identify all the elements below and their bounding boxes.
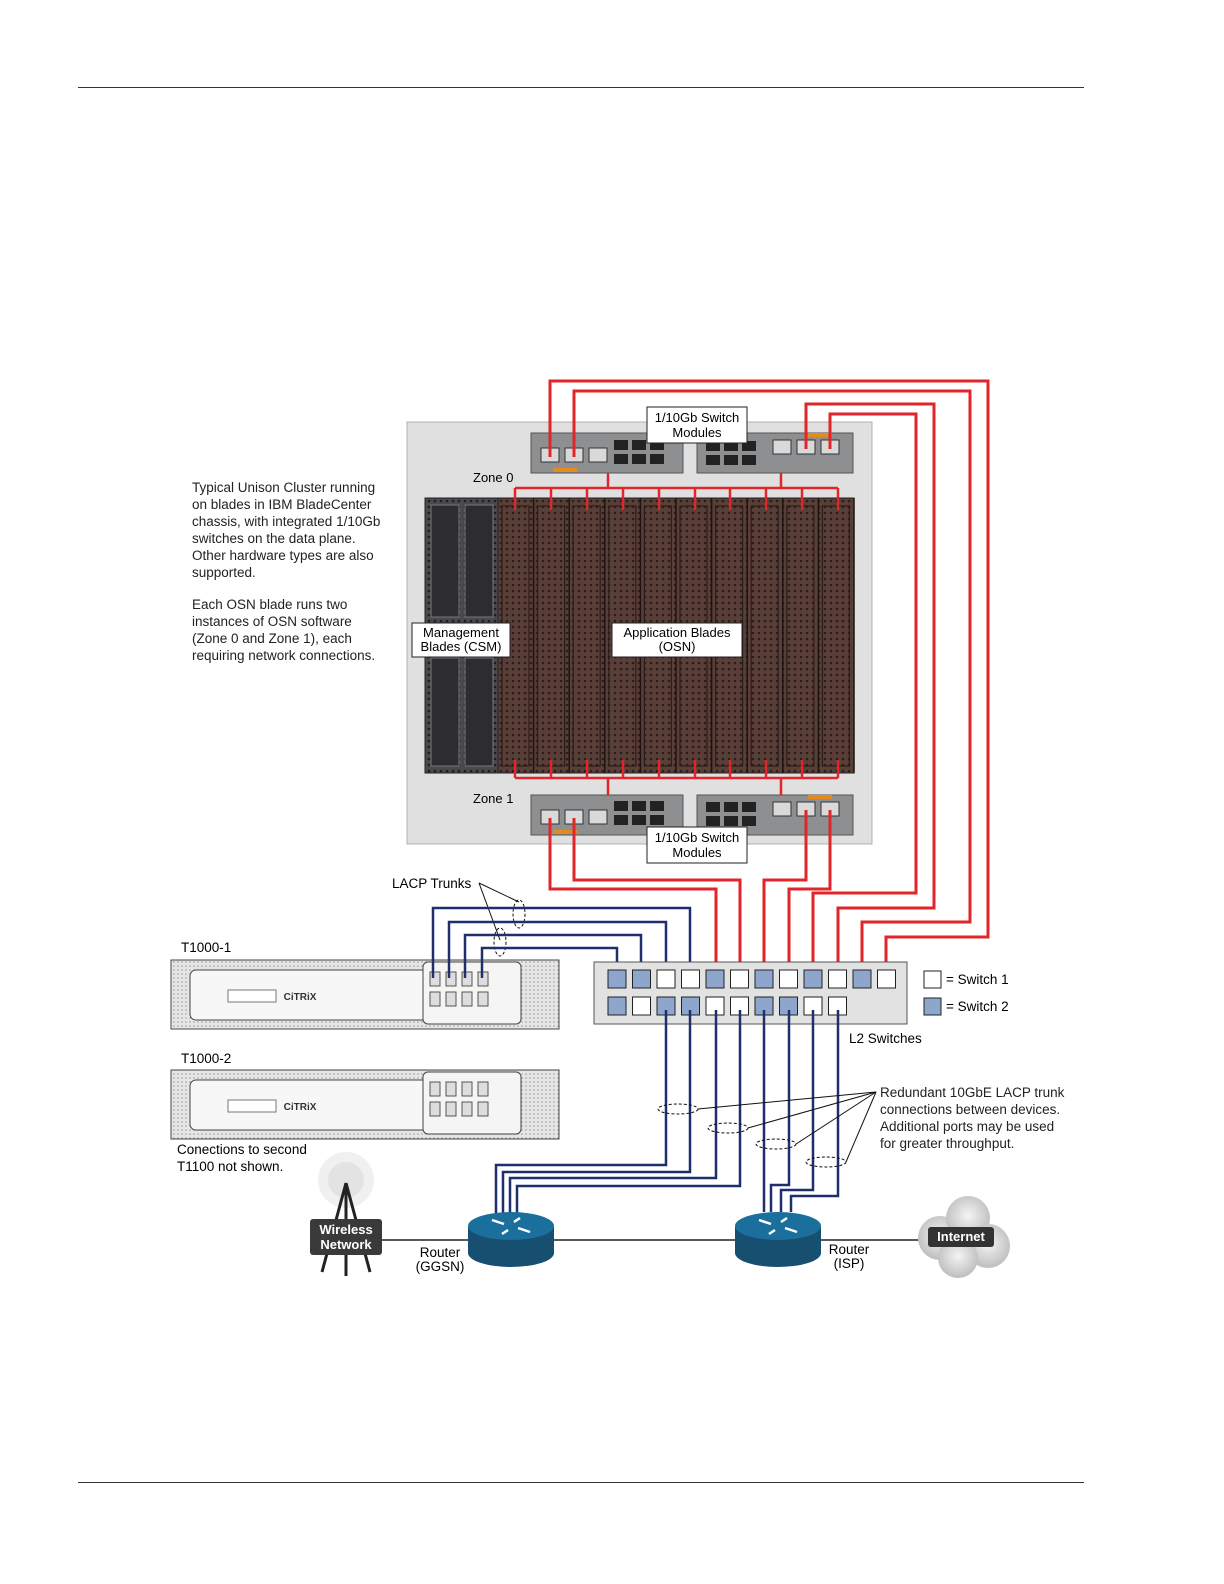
footer-rule xyxy=(78,1482,1084,1483)
switch-port xyxy=(681,969,700,989)
bottom-switch-label: 1/10Gb Switch Modules xyxy=(646,826,748,864)
application-blade xyxy=(750,505,779,767)
second-t1100-note-line2: T1100 not shown. xyxy=(177,1159,283,1174)
management-blade-slots xyxy=(430,504,494,767)
top-switch-label: 1/10Gb Switch Modules xyxy=(646,406,748,444)
second-t1100-note-line1: Conections to second xyxy=(177,1142,307,1157)
application-blades-label: Application Blades (OSN) xyxy=(611,622,743,658)
svg-text:= Switch 1: = Switch 1 xyxy=(946,972,1009,987)
redundant-trunk-note: Redundant 10GbE LACP trunk connections b… xyxy=(880,1085,1065,1151)
zone-0-label: Zone 0 xyxy=(473,470,513,485)
router-ggsn-icon xyxy=(468,1212,554,1267)
cluster-description: Typical Unison Cluster running on blades… xyxy=(192,480,381,580)
svg-text:CiTRiX: CiTRiX xyxy=(284,992,317,1003)
switch-port xyxy=(607,996,627,1016)
t1000-1-label: T1000-1 xyxy=(181,940,231,955)
appliance-trunk-links xyxy=(431,906,692,978)
switch-port xyxy=(730,969,749,989)
t1000-2-label: T1000-2 xyxy=(181,1051,231,1066)
router-isp-icon xyxy=(735,1212,821,1267)
switch-port xyxy=(705,969,725,989)
switch-port xyxy=(828,969,847,989)
legend-switch1-swatch xyxy=(923,970,942,989)
svg-text:Application Blades: Application Blades xyxy=(624,625,731,640)
redundant-trunk-pointers xyxy=(657,1091,877,1168)
svg-text:Modules: Modules xyxy=(672,425,722,440)
svg-text:Network: Network xyxy=(320,1237,372,1252)
switch-module-uplinks xyxy=(548,379,990,966)
svg-text:Wireless: Wireless xyxy=(319,1222,372,1237)
svg-text:(OSN): (OSN) xyxy=(659,639,696,654)
switch-port xyxy=(877,969,896,989)
header-rule xyxy=(78,87,1084,88)
t1000-1-appliance: CiTRiX xyxy=(170,959,560,1030)
router-isp-label-line2: (ISP) xyxy=(834,1256,865,1271)
switch-port xyxy=(656,969,676,989)
lacp-trunk-pointers xyxy=(478,882,526,957)
t1000-2-appliance: CiTRiX xyxy=(170,1069,560,1140)
l2-switches-label: L2 Switches xyxy=(849,1031,922,1046)
legend: = Switch 1 = Switch 2 xyxy=(923,970,1009,1016)
switch-port xyxy=(632,996,651,1016)
l2-switch-ports xyxy=(607,969,896,1016)
switch-port xyxy=(852,969,872,989)
svg-text:1/10Gb Switch: 1/10Gb Switch xyxy=(655,830,740,845)
switch-port xyxy=(632,969,651,989)
lacp-trunks-label: LACP Trunks xyxy=(392,876,472,891)
router-isp-label-line1: Router xyxy=(829,1242,870,1257)
switch-port xyxy=(607,969,627,989)
svg-text:1/10Gb Switch: 1/10Gb Switch xyxy=(655,410,740,425)
wireless-network-icon: Wireless Network xyxy=(310,1152,382,1276)
legend-switch2-swatch xyxy=(923,997,942,1016)
management-blades-label: Management Blades (CSM) xyxy=(411,622,511,658)
svg-text:CiTRiX: CiTRiX xyxy=(284,1102,317,1113)
internet-cloud-icon: Internet xyxy=(918,1196,1010,1278)
application-blade xyxy=(821,505,851,767)
svg-text:= Switch 2: = Switch 2 xyxy=(946,999,1009,1014)
svg-text:Management: Management xyxy=(423,625,499,640)
svg-text:Modules: Modules xyxy=(672,845,722,860)
blade-zone-links xyxy=(513,473,840,795)
router-ggsn-label-line1: Router xyxy=(420,1245,461,1260)
router-ggsn-label-line2: (GGSN) xyxy=(416,1259,465,1274)
svg-text:Internet: Internet xyxy=(937,1229,985,1244)
zone-1-label: Zone 1 xyxy=(473,791,513,806)
switch-port xyxy=(754,969,774,989)
switch-port xyxy=(779,969,798,989)
switch-port xyxy=(803,969,823,989)
osn-description: Each OSN blade runs two instances of OSN… xyxy=(192,597,376,663)
application-blade xyxy=(786,505,815,767)
svg-text:Blades (CSM): Blades (CSM) xyxy=(421,639,502,654)
